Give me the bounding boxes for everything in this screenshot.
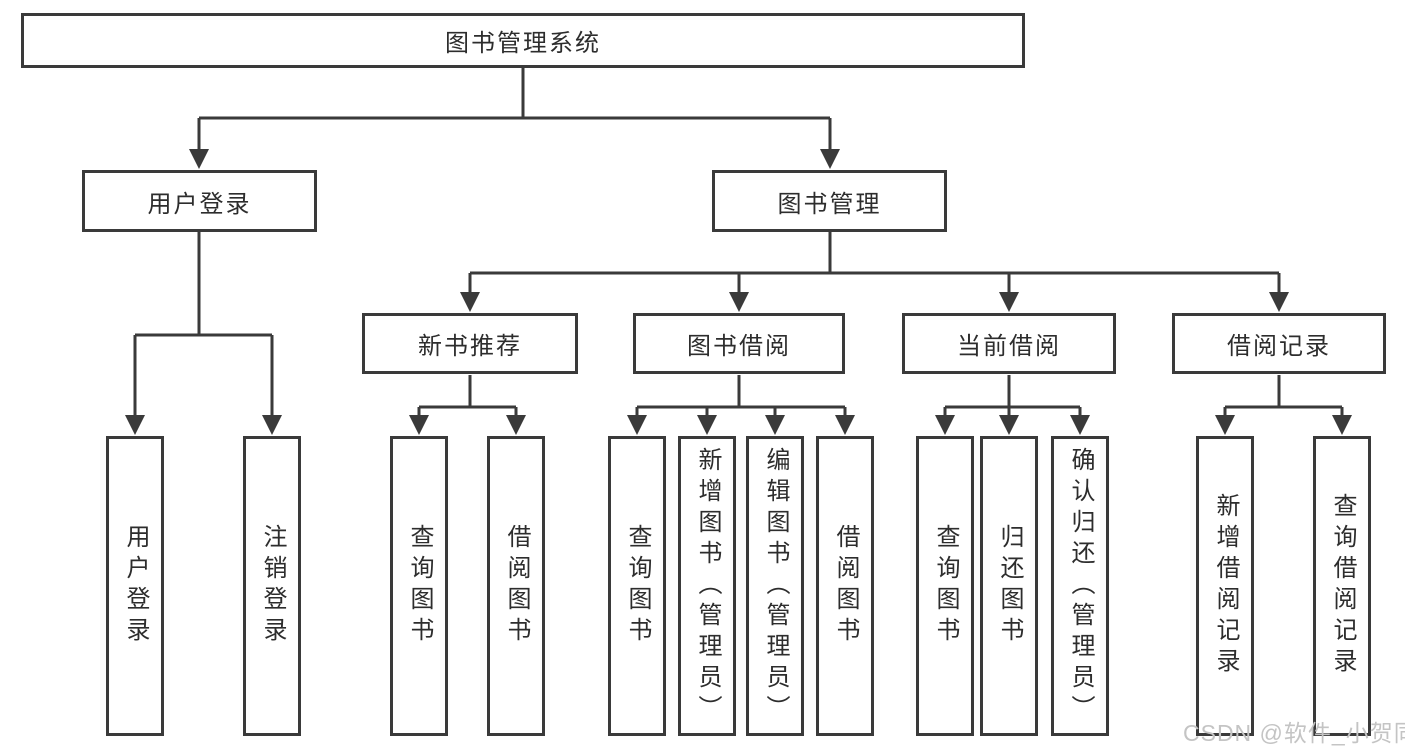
watermark: CSDN @软件_小贺同学 [1183,720,1405,746]
leaf-confirm-return-admin: 确认归还（管理员） [1051,436,1109,736]
node-new-book-recommend-label: 新书推荐 [418,333,522,360]
node-root: 图书管理系统 [21,13,1025,68]
leaf-borrow-books-recommend-label: 借阅图书 [503,524,530,648]
node-new-book-recommend: 新书推荐 [362,313,578,374]
leaf-query-books-recommend-label: 查询图书 [406,524,433,648]
leaf-borrow-books-label: 借阅图书 [832,524,859,648]
leaf-add-borrow-record-label: 新增借阅记录 [1212,493,1239,679]
node-current-borrow-label: 当前借阅 [957,333,1061,360]
leaf-edit-books-admin: 编辑图书（管理员） [746,436,804,736]
leaf-logout-label: 注销登录 [259,524,286,648]
leaf-query-borrow-record-label: 查询借阅记录 [1329,493,1356,679]
leaf-user-login-label: 用户登录 [122,524,149,648]
leaf-add-borrow-record: 新增借阅记录 [1196,436,1254,736]
leaf-query-borrow-record: 查询借阅记录 [1313,436,1371,736]
node-borrow-records-label: 借阅记录 [1227,333,1331,360]
leaf-query-books-borrow-label: 查询图书 [624,524,651,648]
node-root-label: 图书管理系统 [445,30,601,57]
node-book-borrow: 图书借阅 [633,313,845,374]
node-user-login: 用户登录 [82,170,317,232]
leaf-borrow-books: 借阅图书 [816,436,874,736]
node-book-management-label: 图书管理 [777,190,882,218]
node-book-management: 图书管理 [712,170,947,232]
leaf-return-books: 归还图书 [980,436,1038,736]
node-current-borrow: 当前借阅 [902,313,1116,374]
leaf-edit-books-admin-label: 编辑图书（管理员） [762,446,789,726]
leaf-return-books-label: 归还图书 [996,524,1023,648]
leaf-confirm-return-admin-label: 确认归还（管理员） [1067,446,1094,726]
arrowheads [125,149,1352,435]
leaf-query-books-borrow: 查询图书 [608,436,666,736]
node-book-borrow-label: 图书借阅 [687,333,791,360]
leaf-add-books-admin-label: 新增图书（管理员） [694,446,721,726]
leaf-borrow-books-recommend: 借阅图书 [487,436,545,736]
leaf-user-login: 用户登录 [106,436,164,736]
leaf-add-books-admin: 新增图书（管理员） [678,436,736,736]
leaf-query-books-current-label: 查询图书 [932,524,959,648]
leaf-query-books-recommend: 查询图书 [390,436,448,736]
node-user-login-label: 用户登录 [147,190,252,218]
node-borrow-records: 借阅记录 [1172,313,1386,374]
leaf-query-books-current: 查询图书 [916,436,974,736]
leaf-logout: 注销登录 [243,436,301,736]
